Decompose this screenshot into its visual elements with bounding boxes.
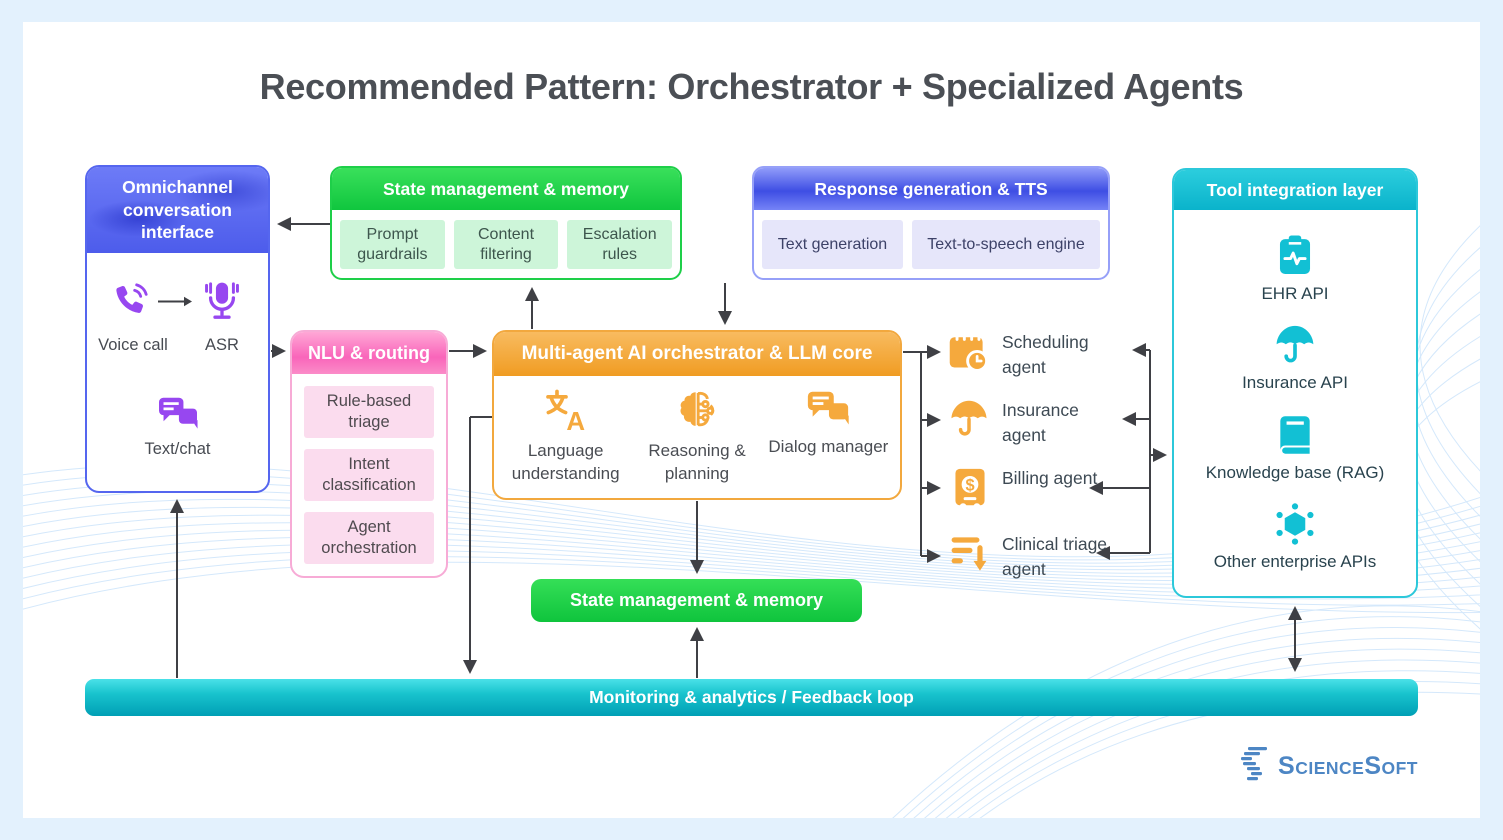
billing-agent-label: Billing agent [1002,468,1098,488]
other-apis-label: Other enterprise APIs [1213,552,1377,572]
brain-circuit-icon [680,391,715,427]
response-generation-title: Response generation & TTS [754,168,1108,210]
state-management-items: Prompt guardrails Content filtering Esca… [332,210,680,278]
ehr-api-item: EHR API [1261,234,1329,304]
orchestrator-title: Multi-agent AI orchestrator & LLM core [494,332,900,376]
clinical-triage-agent-label: Clinical triage agent [1002,534,1108,580]
text-chat-icon [159,397,198,429]
state-management-top-panel: State management & memory Prompt guardra… [330,166,682,280]
tts-engine-chip: Text-to-speech engine [912,220,1100,269]
omnichannel-title: Omnichannel conversation interface [87,167,268,253]
insurance-api-item: Insurance API [1242,323,1348,393]
book-icon [1280,416,1310,454]
sciencesoft-logo: SCIENCESOFT [1240,747,1418,785]
language-understanding-item: A Language understanding [500,388,631,486]
dialog-bubbles-icon [808,391,850,425]
insurance-api-label: Insurance API [1242,373,1348,393]
omnichannel-body: Voice call ASR Text/chat [87,253,268,491]
reasoning-planning-item: Reasoning & planning [631,388,762,486]
escalation-rules-chip: Escalation rules [567,220,673,269]
dialog-manager-item: Dialog manager [763,388,894,486]
insurance-agent-label: Insurance agent [1002,400,1079,446]
voice-call-label: Voice call [98,336,168,354]
state-management-bottom: State management & memory [531,579,862,622]
umbrella-icon [1276,326,1314,363]
text-chat-label: Text/chat [144,440,211,458]
asr-label: ASR [205,336,239,354]
calendar-clock-icon [949,332,989,372]
sciencesoft-logo-mark [1241,747,1267,781]
content-filtering-chip: Content filtering [453,220,559,269]
orchestrator-items: A Language understanding Reasoning & pla… [494,376,900,486]
billing-receipt-icon: $ [955,468,985,510]
nlu-routing-panel: NLU & routing Rule-based triage Intent c… [290,330,448,578]
molecule-icon [1276,503,1314,546]
state-management-top-title: State management & memory [332,168,680,210]
scheduling-agent-label: Scheduling agent [1002,332,1089,378]
sciencesoft-logo-text: SCIENCESOFT [1278,751,1418,780]
monitoring-feedback-bar: Monitoring & analytics / Feedback loop [85,679,1418,716]
intent-classification-chip: Intent classification [304,449,434,501]
tool-integration-panel: Tool integration layer EHR API Insurance… [1172,168,1418,598]
reasoning-planning-label: Reasoning & planning [648,441,746,483]
tool-items: EHR API Insurance API Knowledge base (RA… [1174,210,1416,596]
omnichannel-panel: Omnichannel conversation interface [85,165,270,493]
svg-text:A: A [566,408,585,434]
arrow-right-icon [158,296,192,307]
nlu-items: Rule-based triage Intent classification … [292,374,446,576]
microphone-asr-icon [205,282,239,319]
svg-text:$: $ [965,477,974,495]
knowledge-base-label: Knowledge base (RAG) [1205,462,1385,482]
language-understanding-label: Language understanding [511,441,620,483]
agent-orchestration-chip: Agent orchestration [304,512,434,564]
orchestrator-panel: Multi-agent AI orchestrator & LLM core A… [492,330,902,500]
ehr-clipboard-icon [1279,235,1311,274]
translate-icon: A [545,389,585,434]
triage-list-icon [951,537,987,571]
page-title: Recommended Pattern: Orchestrator + Spec… [259,66,1244,107]
text-generation-chip: Text generation [762,220,903,269]
tool-integration-title: Tool integration layer [1174,170,1416,210]
response-generation-panel: Response generation & TTS Text generatio… [752,166,1110,280]
phone-call-icon [116,283,148,313]
umbrella-icon [951,400,987,436]
nlu-routing-title: NLU & routing [292,332,446,374]
response-items: Text generation Text-to-speech engine [754,210,1108,278]
ehr-api-label: EHR API [1261,283,1329,303]
dialog-manager-label: Dialog manager [768,437,889,456]
knowledge-base-item: Knowledge base (RAG) [1205,413,1385,483]
prompt-guardrails-chip: Prompt guardrails [340,220,445,269]
rule-based-triage-chip: Rule-based triage [304,386,434,438]
other-apis-item: Other enterprise APIs [1213,502,1377,572]
